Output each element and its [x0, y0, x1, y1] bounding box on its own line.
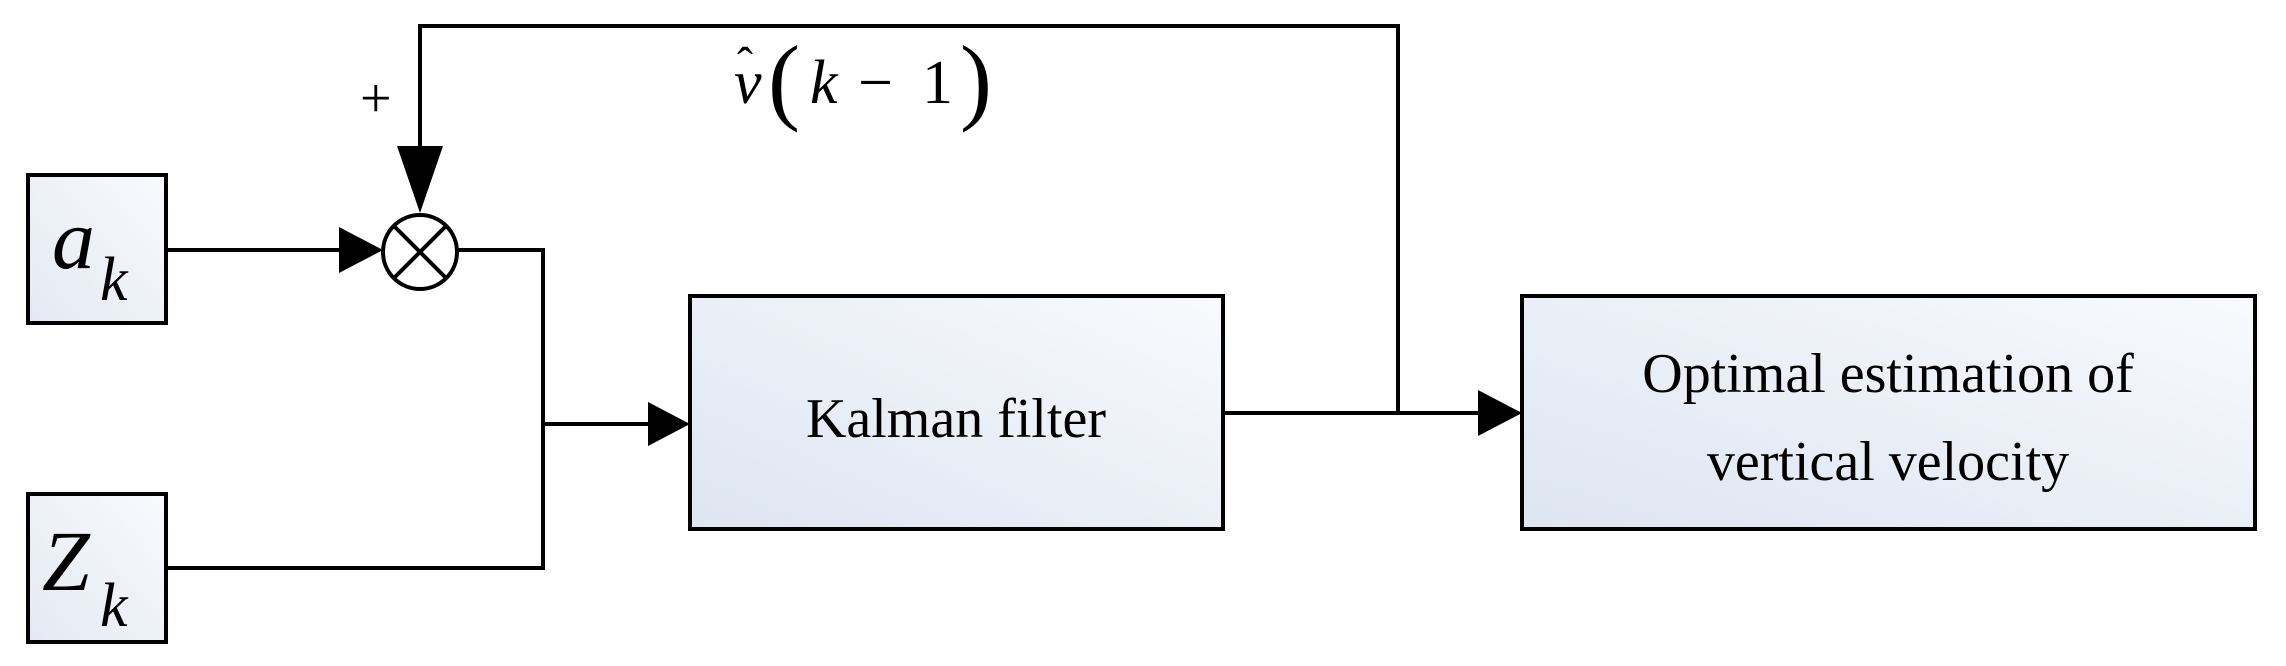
input-z-subscript: k	[100, 572, 129, 640]
feedback-arrow-head	[397, 146, 443, 213]
arrow-merge-to-kalman-head	[648, 402, 690, 446]
feedback-label-var: v	[734, 49, 762, 117]
output-box	[1520, 294, 2257, 531]
plus-sign: +	[360, 68, 392, 130]
input-a-box	[26, 173, 168, 325]
input-a-symbol: a	[52, 191, 95, 287]
arrow-a-to-junction-head	[339, 227, 383, 273]
summing-junction	[381, 213, 459, 291]
output-label-line-2: vertical velocity	[1707, 431, 2069, 493]
kalman-filter-box	[688, 294, 1225, 531]
kalman-filter-block: Kalman filter	[688, 294, 1225, 531]
feedback-label-hat: ˆ	[737, 38, 753, 91]
output-block: Optimal estimation of vertical velocity	[1520, 294, 2257, 531]
feedback-label-open-paren: (	[768, 26, 800, 133]
arrow-kalman-to-output-head	[1478, 390, 1522, 436]
feedback-label-arg: k	[810, 49, 839, 117]
output-label-line-1: Optimal estimation of	[1642, 343, 2134, 405]
input-z-block: Z k	[26, 492, 168, 644]
feedback-path	[418, 24, 1400, 413]
feedback-label: v ˆ ( k − 1 )	[734, 26, 992, 133]
input-z-symbol: Z	[42, 513, 91, 609]
input-a-subscript: k	[100, 246, 129, 314]
kalman-filter-label: Kalman filter	[806, 388, 1106, 450]
summing-junction-cross-2	[392, 224, 448, 280]
feedback-label-one: 1	[922, 49, 953, 117]
junction-to-merge-path	[166, 248, 545, 570]
input-z-box	[26, 492, 168, 644]
input-a-block: a k	[26, 173, 168, 325]
feedback-label-minus: −	[858, 49, 893, 117]
feedback-label-close-paren: )	[960, 26, 992, 133]
